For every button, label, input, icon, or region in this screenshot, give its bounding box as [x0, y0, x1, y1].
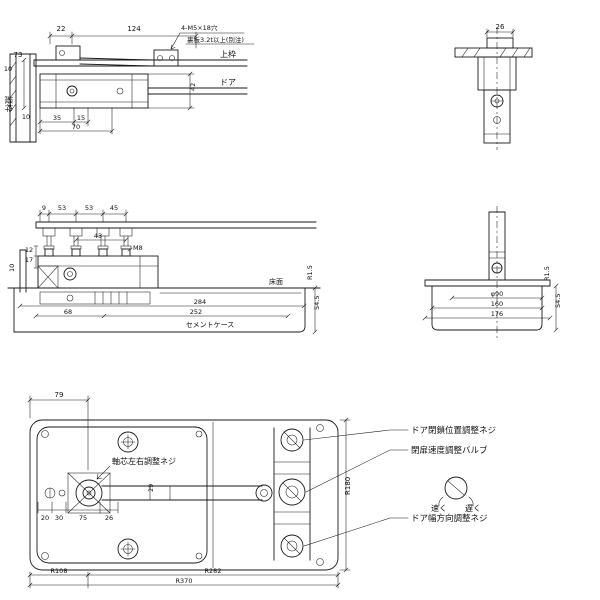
top-adjust-screw — [117, 431, 139, 453]
mount-bracket — [153, 49, 179, 67]
pivot-lower-body — [483, 89, 511, 144]
arm-shoe — [55, 45, 81, 61]
dim-160: 160 — [491, 300, 503, 308]
corner-screw — [316, 424, 324, 432]
note-holes: 4-M5×18穴 — [181, 23, 218, 32]
view-plan: 軸芯左右調整ネジ 79 20 30 75 26 29 R180 R108 R28… — [27, 391, 352, 589]
dim-252: 252 — [190, 308, 202, 316]
dim-r1-5-left: R1.5 — [306, 265, 314, 280]
anchor-bolts — [42, 227, 133, 257]
corner-screw — [41, 552, 49, 560]
dim-43: 43 — [94, 232, 102, 240]
view-floor-hinge-section: 9 53 53 45 43 M8 12 17 10 — [7, 204, 321, 335]
adjust-plate — [36, 426, 208, 564]
dim-176: 176 — [491, 310, 503, 318]
callout-width-adjust: ドア幅方向調整ネジ — [411, 513, 488, 524]
dim-53-b: 53 — [85, 204, 93, 212]
dim-r370: R370 — [176, 577, 193, 585]
dim-r1-5-right: R1.5 — [543, 266, 551, 281]
arm-lines — [79, 57, 155, 67]
dim-r180: R180 — [344, 477, 352, 495]
speed-dial-icon — [438, 476, 474, 507]
corner-screw — [316, 558, 324, 566]
label-m8: M8 — [133, 244, 143, 252]
label-door: ドア — [220, 78, 236, 87]
label-fast: 速く — [431, 504, 447, 513]
spindle-section — [63, 267, 77, 281]
view-top-pivot-front: 22 124 4-M5×18穴 裏板3.2t以上(別注) 上枠 ドア 縦枠 73… — [4, 23, 255, 143]
close-position-screw — [280, 428, 304, 452]
dim-r282: R282 — [205, 567, 222, 575]
pivot-arm — [101, 484, 273, 502]
dim-54-5-right: 54.5 — [554, 294, 562, 308]
label-slow: 遅く — [465, 504, 481, 513]
dim-53-a: 53 — [58, 204, 66, 212]
dim-42: 42 — [189, 83, 197, 91]
dim-10-case: 10 — [8, 264, 16, 272]
dim-15: 15 — [77, 114, 85, 122]
corner-screw — [195, 430, 203, 438]
dim-20: 20 — [41, 514, 49, 522]
dim-70: 70 — [72, 123, 80, 131]
dim-phi90: φ90 — [491, 290, 504, 298]
dim-79: 79 — [55, 391, 64, 399]
dim-10-left: 10 — [4, 65, 12, 73]
pivot-tab — [486, 37, 514, 49]
dim-17: 17 — [25, 256, 33, 264]
dim-75: 75 — [79, 514, 87, 522]
spindle — [488, 211, 506, 281]
label-floor: 床面 — [269, 277, 283, 286]
dim-29: 29 — [147, 484, 155, 492]
callout-speed-valve: 閉扉速度調整バルブ — [411, 445, 488, 456]
corner-screw — [41, 430, 49, 438]
view-top-pivot-side: 26 — [454, 23, 533, 150]
dim-26-top-pivot: 26 — [496, 23, 505, 31]
case-outline — [29, 419, 339, 571]
dim-r108: R108 — [51, 567, 68, 575]
speed-valve-screw — [278, 478, 306, 506]
dim-68: 68 — [64, 308, 72, 316]
dim-35: 35 — [53, 114, 61, 122]
label-cement-case: セメントケース — [186, 321, 235, 329]
dim-12: 12 — [25, 246, 33, 254]
dim-54-5-left: 54.5 — [313, 296, 321, 310]
dim-124: 124 — [127, 25, 141, 33]
label-top-frame: 上枠 — [220, 49, 236, 59]
speed-unit — [273, 427, 311, 561]
spindle-hole — [66, 85, 78, 97]
dim-26-plan: 26 — [105, 514, 113, 522]
bottom-adjust-screw — [117, 538, 139, 560]
door-bottom-rail — [35, 221, 317, 229]
plan-callouts: ドア閉鎖位置調整ネジ 閉扉速度調整バルブ ドア幅方向調整ネジ 速く 遅く — [303, 425, 496, 547]
pivot-body — [39, 73, 149, 109]
case-body — [431, 285, 543, 331]
dim-9: 9 — [42, 204, 46, 212]
label-axis-adjust: 軸芯左右調整ネジ — [112, 456, 176, 466]
dim-10-bottom: 10 — [22, 113, 30, 121]
pivot-flange — [454, 47, 533, 58]
top-frame-lines — [33, 59, 248, 67]
dim-30: 30 — [55, 514, 63, 522]
view-bottom-pivot-section: φ90 160 176 R1.5 54.5 — [422, 206, 562, 340]
corner-screw — [195, 552, 203, 560]
width-adjust-screw — [280, 534, 304, 558]
dim-284: 284 — [194, 298, 206, 306]
main-pivot — [44, 472, 111, 514]
door-top-lines — [147, 87, 248, 95]
dim-22: 22 — [57, 25, 66, 33]
cement-case-outline — [13, 287, 306, 333]
label-side-frame: 縦枠 — [4, 96, 14, 112]
note-backplate: 裏板3.2t以上(別注) — [187, 35, 244, 44]
callout-close-position: ドア閉鎖位置調整ネジ — [411, 425, 496, 436]
case-flange — [424, 279, 551, 287]
dim-45: 45 — [110, 204, 118, 212]
dim-73: 73 — [14, 51, 23, 59]
